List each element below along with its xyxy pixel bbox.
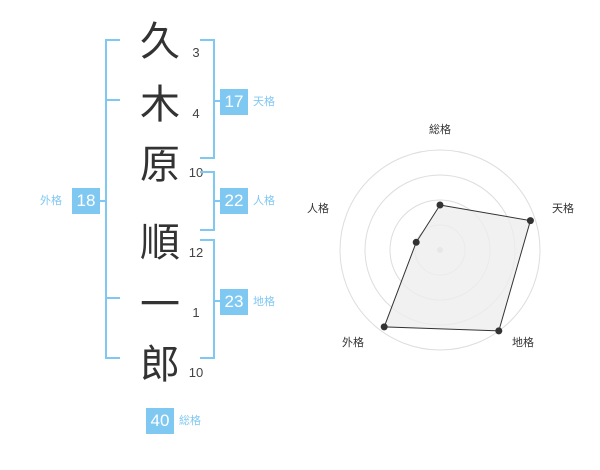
chikaku-bracket xyxy=(200,239,215,359)
radar-axis-label-tenkaku: 天格 xyxy=(552,201,574,215)
jinkaku-label: 人格 xyxy=(253,194,275,207)
radar-ring-4 xyxy=(339,149,541,351)
gaikaku-label: 外格 xyxy=(40,194,62,207)
radar-axis-label-soukaku: 総格 xyxy=(429,122,451,136)
outer-bracket xyxy=(105,39,120,359)
tenkaku-label: 天格 xyxy=(253,95,275,108)
radar-point-3 xyxy=(495,327,503,335)
stroke-count-1: 3 xyxy=(192,45,200,60)
radar-data-polygon xyxy=(383,204,532,332)
chikaku-value-badge: 23 xyxy=(220,289,248,315)
stroke-count-2: 4 xyxy=(192,106,200,121)
tenkaku-value-badge: 17 xyxy=(220,89,248,115)
name-char-2: 木 xyxy=(140,82,180,128)
radar-point-5 xyxy=(412,238,420,246)
stroke-count-6: 10 xyxy=(188,365,204,380)
stroke-count-4: 12 xyxy=(188,245,204,260)
soukaku-value-badge: 40 xyxy=(146,408,174,434)
jinkaku-value-badge: 22 xyxy=(220,188,248,214)
radar-point-2 xyxy=(526,217,534,225)
name-char-3: 原 xyxy=(140,142,180,188)
stroke-count-3: 10 xyxy=(188,165,204,180)
radar-point-1 xyxy=(436,201,444,209)
tenkaku-bracket xyxy=(200,39,215,159)
radar-axis-label-jinkaku: 人格 xyxy=(307,201,329,215)
gaikaku-value-badge: 18 xyxy=(72,188,100,214)
chikaku-label: 地格 xyxy=(253,295,275,308)
radar-point-4 xyxy=(380,323,388,331)
radar-axis-label-chikaku: 地格 xyxy=(512,335,534,349)
name-char-6: 郎 xyxy=(140,342,180,388)
radar-axis-label-gaikaku: 外格 xyxy=(342,335,364,349)
stroke-count-5: 1 xyxy=(192,305,200,320)
name-char-4: 順 xyxy=(140,220,180,266)
soukaku-label: 総格 xyxy=(179,414,201,427)
name-char-5: 一 xyxy=(140,282,180,328)
radar-data-points xyxy=(380,201,534,335)
name-char-1: 久 xyxy=(140,19,180,65)
